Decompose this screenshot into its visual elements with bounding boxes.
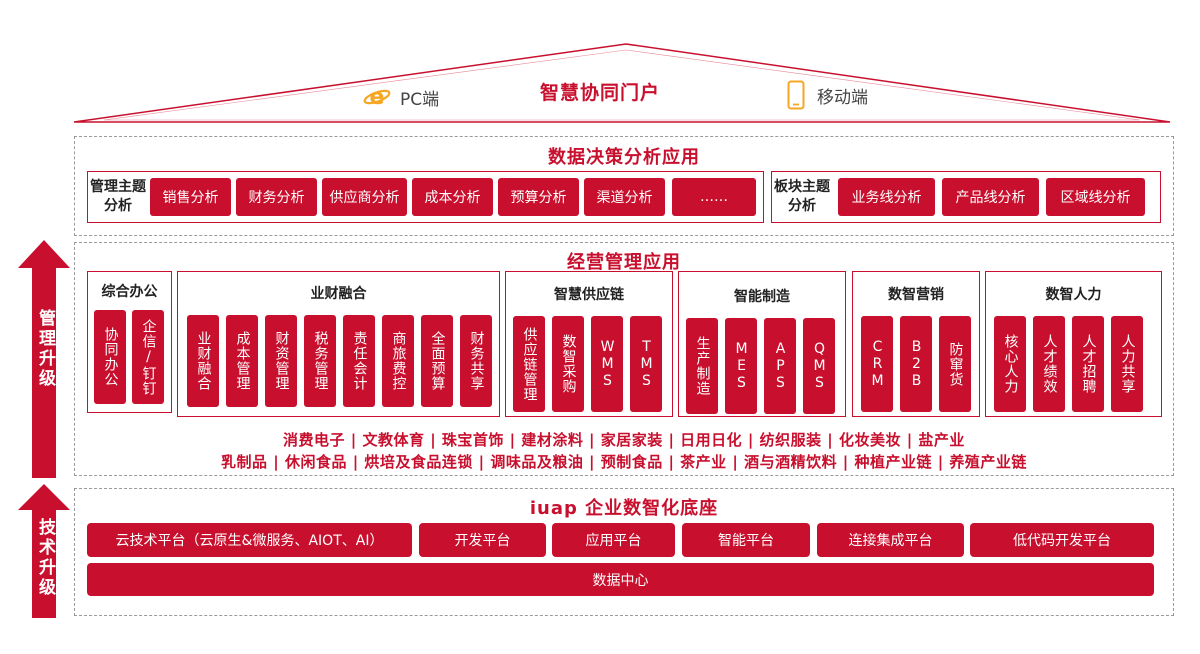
- region-line-analysis-button[interactable]: 区域线分析: [1046, 178, 1145, 216]
- mobile-label: 移动端: [817, 87, 868, 108]
- group-hr: 数智人力 核心人力 人才绩效 人才招聘 人力共享: [985, 271, 1162, 417]
- smartphone-icon: [787, 80, 805, 110]
- channel-analysis-button[interactable]: 渠道分析: [584, 178, 665, 216]
- production-button[interactable]: 生产制造: [686, 318, 718, 414]
- low-code-platform-button[interactable]: 低代码开发平台: [970, 523, 1154, 557]
- upgrade-arrow-upper: [18, 240, 70, 478]
- integration-platform-button[interactable]: 连接集成平台: [817, 523, 964, 557]
- business-line-analysis-button[interactable]: 业务线分析: [838, 178, 935, 216]
- decision-title: 数据决策分析应用: [548, 147, 700, 168]
- cost-mgmt-button[interactable]: 成本管理: [226, 315, 258, 407]
- budget-analysis-button[interactable]: 预算分析: [498, 178, 579, 216]
- data-center-bar[interactable]: 数据中心: [87, 563, 1154, 596]
- group-finance-title: 业财融合: [310, 286, 367, 302]
- svg-text:e: e: [370, 85, 385, 110]
- tax-mgmt-button[interactable]: 税务管理: [304, 315, 336, 407]
- sales-analysis-button[interactable]: 销售分析: [150, 178, 231, 216]
- pc-label: PC端: [400, 89, 440, 110]
- responsibility-accounting-button[interactable]: 责任会计: [343, 315, 375, 407]
- group-marketing-title: 数智营销: [888, 287, 944, 303]
- group-supply-chain: 智慧供应链 供应链管理 数智采购 WMS TMS: [505, 271, 673, 417]
- mes-button[interactable]: MES: [725, 318, 757, 414]
- travel-expense-button[interactable]: 商旅费控: [382, 315, 414, 407]
- dev-platform-button[interactable]: 开发平台: [419, 523, 546, 557]
- crm-button[interactable]: CRM: [861, 316, 893, 412]
- more-analysis-button[interactable]: ……: [672, 178, 756, 216]
- product-line-analysis-button[interactable]: 产品线分析: [942, 178, 1039, 216]
- dingtalk-button[interactable]: 企信/钉钉: [132, 310, 164, 404]
- tms-button[interactable]: TMS: [630, 316, 662, 412]
- decision-section: 数据决策分析应用 管理主题分析 销售分析 财务分析 供应商分析 成本分析 预算分…: [74, 136, 1174, 236]
- operations-section: 经营管理应用 综合办公 协同办公 企信/钉钉 业财融合 业财融合 成本管理 财资…: [74, 242, 1174, 476]
- portal-roof: [73, 43, 1171, 123]
- group-supply-chain-title: 智慧供应链: [554, 287, 624, 303]
- block-analysis-label: 板块主题分析: [774, 179, 830, 214]
- supplier-analysis-button[interactable]: 供应商分析: [322, 178, 407, 216]
- platform-section: iuap 企业数智化底座 云技术平台（云原生&微服务、AIOT、AI） 开发平台…: [74, 488, 1174, 616]
- management-upgrade-label: 管理升级: [35, 309, 55, 389]
- hr-sharing-button[interactable]: 人力共享: [1111, 316, 1143, 412]
- talent-performance-button[interactable]: 人才绩效: [1033, 316, 1065, 412]
- block-analysis-group: 板块主题分析 业务线分析 产品线分析 区域线分析: [771, 171, 1161, 223]
- technology-upgrade-label: 技术升级: [35, 518, 55, 598]
- group-finance: 业财融合 业财融合 成本管理 财资管理 税务管理 责任会计 商旅费控 全面预算 …: [177, 271, 500, 417]
- ai-platform-button[interactable]: 智能平台: [682, 523, 810, 557]
- group-hr-title: 数智人力: [1045, 287, 1102, 303]
- upgrade-arrow-lower: [18, 484, 70, 618]
- full-budget-button[interactable]: 全面预算: [421, 315, 453, 407]
- pc-entry[interactable]: e PC端: [362, 84, 439, 110]
- smart-procurement-button[interactable]: 数智采购: [552, 316, 584, 412]
- wms-button[interactable]: WMS: [591, 316, 623, 412]
- app-platform-button[interactable]: 应用平台: [552, 523, 675, 557]
- core-hr-button[interactable]: 核心人力: [994, 316, 1026, 412]
- group-manufacturing: 智能制造 生产制造 MES APS QMS: [678, 271, 846, 417]
- aps-button[interactable]: APS: [764, 318, 796, 414]
- platform-title: iuap 企业数智化底座: [529, 498, 719, 519]
- group-office: 综合办公 协同办公 企信/钉钉: [87, 271, 172, 413]
- portal-title: 智慧协同门户: [539, 82, 660, 104]
- industries-line-2: 乳制品 | 休闲食品 | 烘培及食品连锁 | 调味品及粮油 | 预制食品 | 茶…: [221, 453, 1027, 471]
- operations-title: 经营管理应用: [567, 252, 681, 273]
- group-office-title: 综合办公: [101, 284, 158, 300]
- mgmt-analysis-group: 管理主题分析 销售分析 财务分析 供应商分析 成本分析 预算分析 渠道分析 ……: [87, 171, 764, 223]
- b2b-button[interactable]: B2B: [900, 316, 932, 412]
- cloud-tech-platform-button[interactable]: 云技术平台（云原生&微服务、AIOT、AI）: [87, 523, 412, 557]
- supply-chain-mgmt-button[interactable]: 供应链管理: [513, 316, 545, 412]
- industries-line-1: 消费电子 | 文教体育 | 珠宝首饰 | 建材涂料 | 家居家装 | 日用日化 …: [283, 431, 965, 449]
- qms-button[interactable]: QMS: [803, 318, 835, 414]
- treasury-mgmt-button[interactable]: 财资管理: [265, 315, 297, 407]
- finance-sharing-button[interactable]: 财务共享: [460, 315, 492, 407]
- finance-analysis-button[interactable]: 财务分析: [236, 178, 317, 216]
- anti-diversion-button[interactable]: 防窜货: [939, 316, 971, 412]
- group-manufacturing-title: 智能制造: [734, 289, 790, 305]
- mobile-entry[interactable]: 移动端: [787, 80, 868, 110]
- finance-integration-button[interactable]: 业财融合: [187, 315, 219, 407]
- group-marketing: 数智营销 CRM B2B 防窜货: [852, 271, 980, 417]
- recruitment-button[interactable]: 人才招聘: [1072, 316, 1104, 412]
- collab-office-button[interactable]: 协同办公: [94, 310, 126, 404]
- cost-analysis-button[interactable]: 成本分析: [412, 178, 493, 216]
- ie-browser-icon: e: [363, 85, 391, 110]
- mgmt-analysis-label: 管理主题分析: [90, 179, 146, 214]
